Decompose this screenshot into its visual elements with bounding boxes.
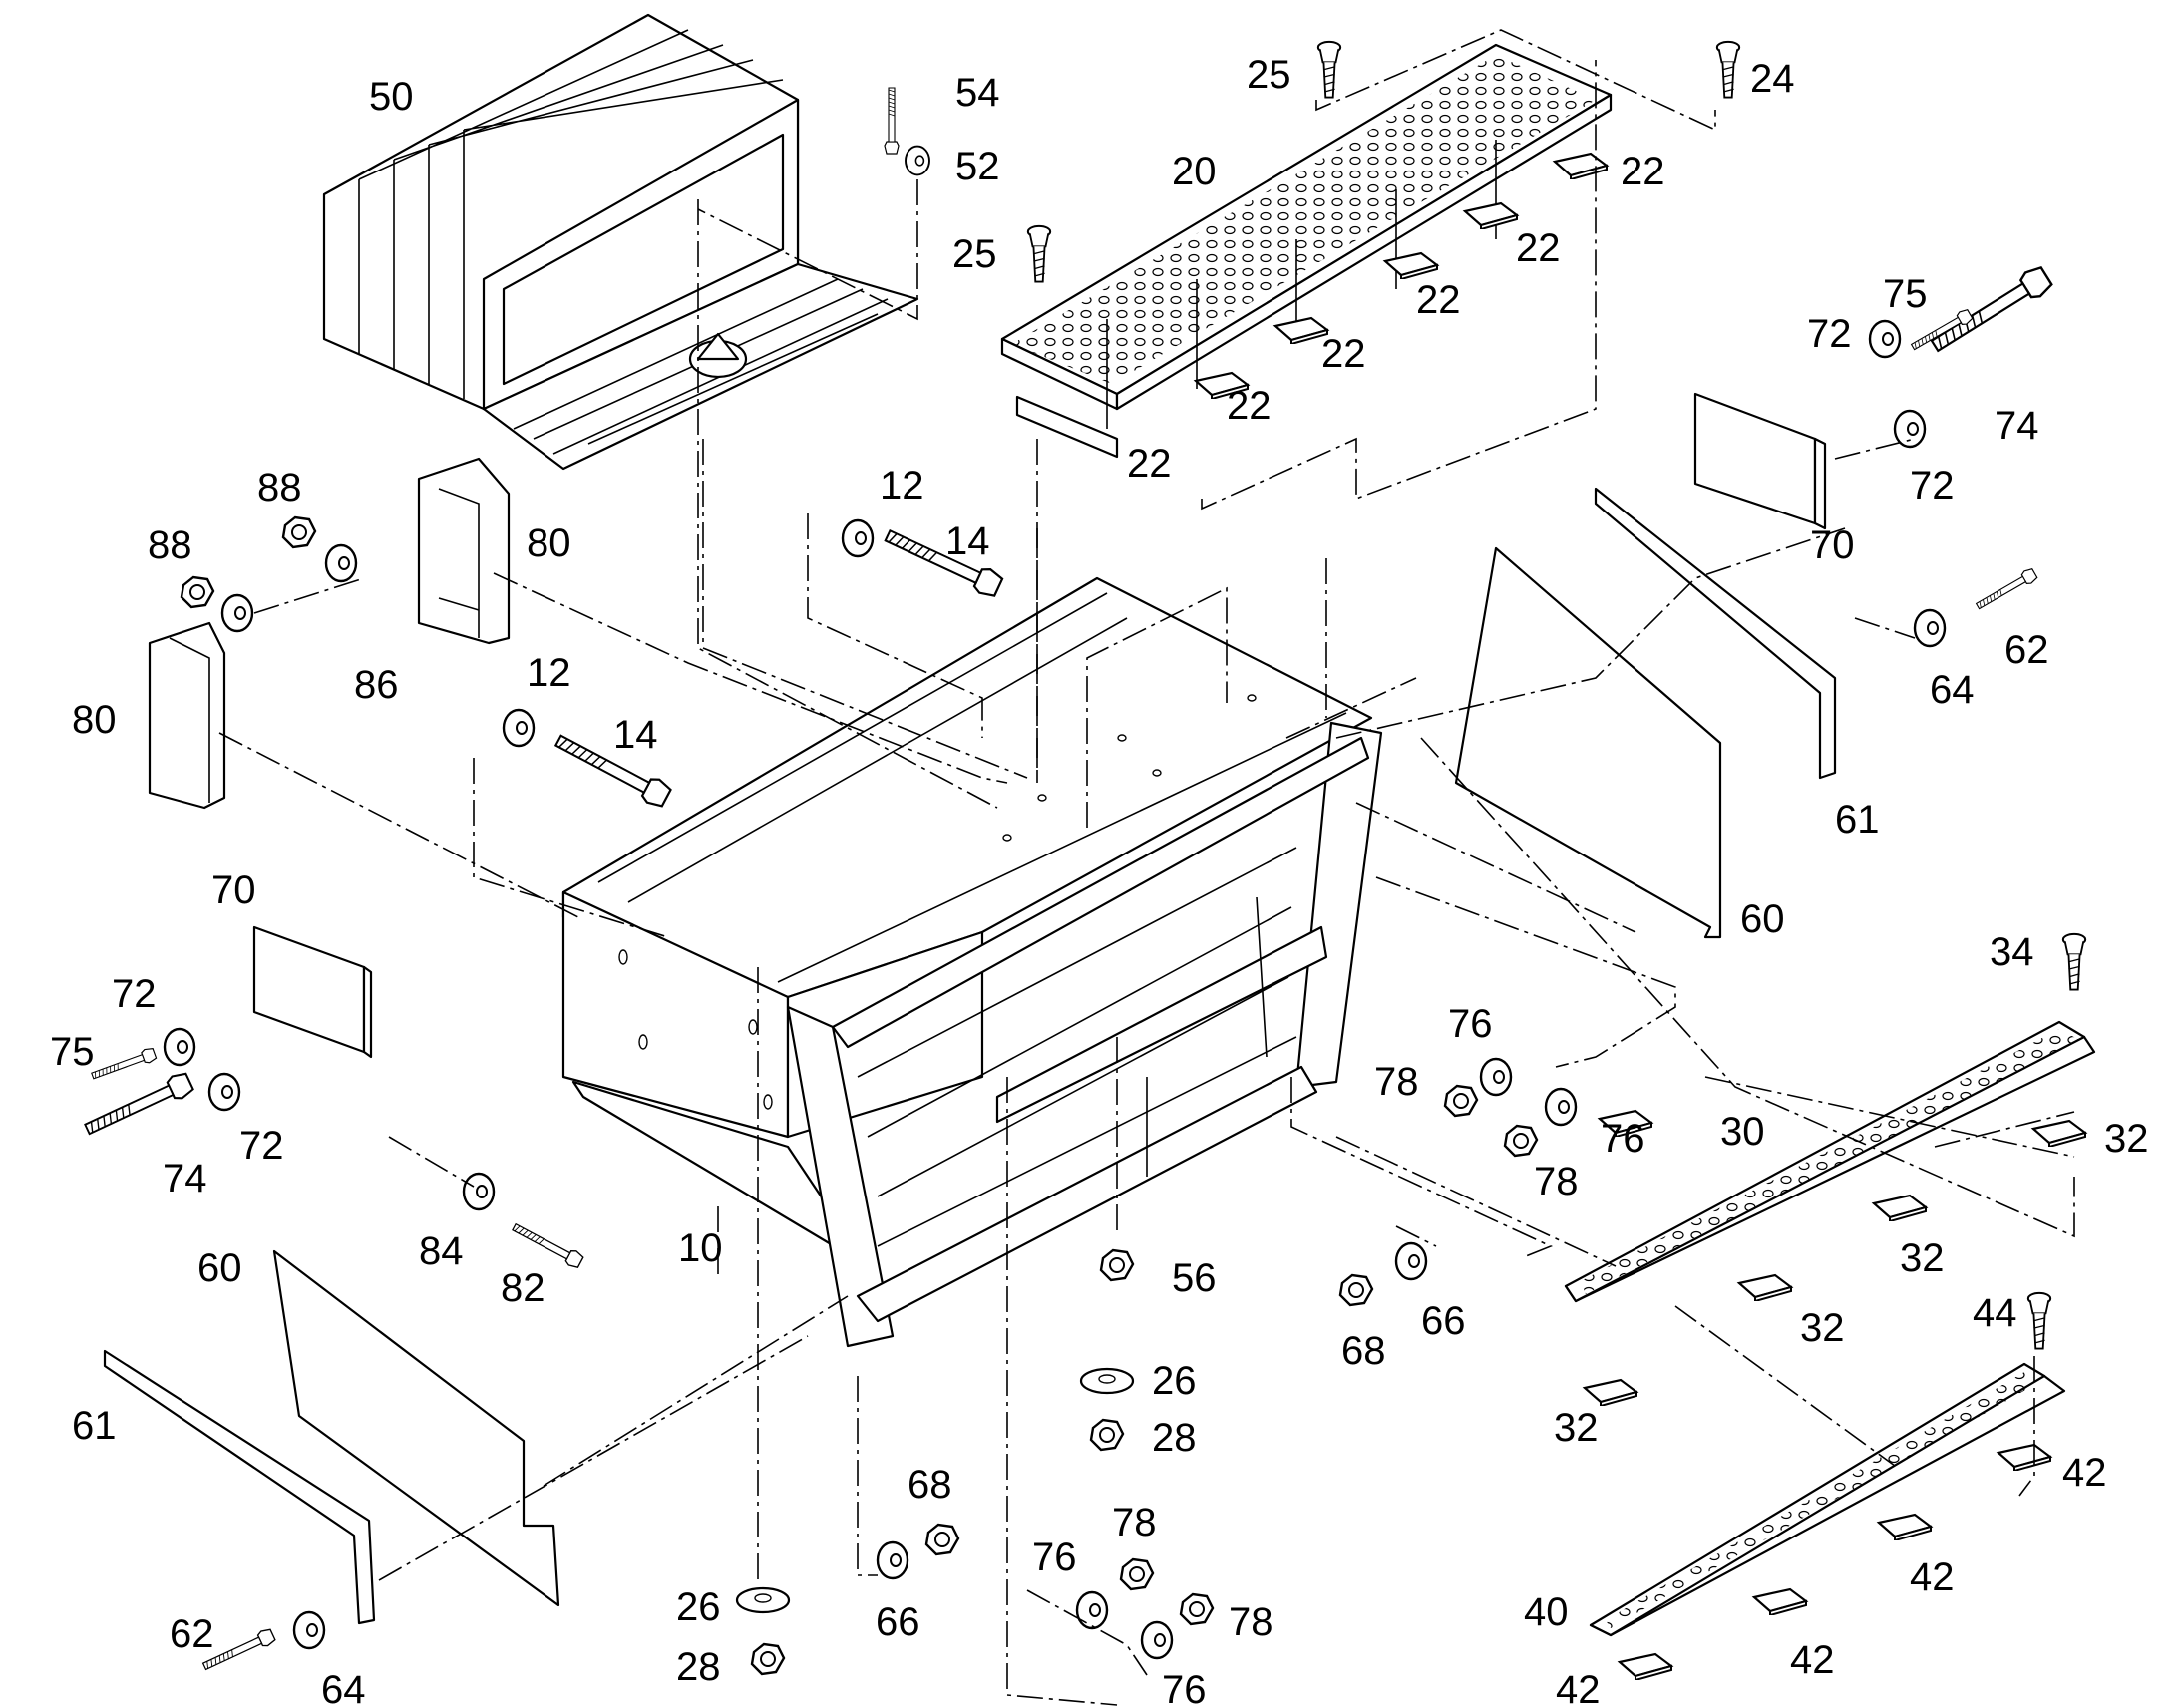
callout-64-left: 64 [321,1668,366,1708]
callout-88-b: 88 [148,523,192,567]
callout-52: 52 [955,145,1000,188]
callout-32-d: 32 [1554,1406,1599,1450]
callout-82: 82 [501,1266,545,1310]
callout-22-e: 22 [1227,384,1272,428]
callout-76-d: 76 [1162,1668,1207,1708]
callout-22-a: 22 [1621,150,1665,193]
callout-40: 40 [1524,1590,1569,1634]
callout-32-a: 32 [2104,1117,2149,1161]
callout-78-b: 78 [1534,1160,1579,1203]
toolbox [322,13,919,471]
callout-84: 84 [419,1229,464,1273]
callout-26-a: 26 [1152,1359,1197,1403]
callout-56: 56 [1172,1256,1217,1300]
callout-88-a: 88 [257,466,302,510]
callout-86: 86 [354,663,399,707]
callout-14-a: 14 [945,519,990,563]
left-side-panel [103,1249,560,1625]
bottom-step-grating [1589,1362,2066,1637]
callout-25-top: 25 [1247,53,1291,97]
callout-42-b: 42 [1910,1555,1955,1599]
callout-76-c: 76 [1032,1536,1077,1579]
callout-74-left: 74 [163,1157,207,1200]
rubber-plate-left [252,925,373,1059]
top-step-grating [1000,43,1613,459]
callout-34: 34 [1990,930,2034,974]
callout-75-right: 75 [1883,272,1928,316]
main-box-frame [561,576,1383,1348]
callout-20: 20 [1172,150,1217,193]
bracket-left [148,621,226,810]
right-side-panel [1454,487,1837,939]
callout-22-d: 22 [1321,332,1366,376]
callout-76-b: 76 [1601,1117,1645,1161]
callout-64-right: 64 [1930,668,1975,712]
callout-60-right: 60 [1740,897,1785,941]
callout-72-left-a: 72 [112,972,157,1016]
callout-26-b: 26 [676,1585,721,1629]
callout-78-a: 78 [1374,1060,1419,1104]
callout-22-f: 22 [1127,442,1172,486]
callout-28-a: 28 [1152,1416,1197,1460]
callout-42-c: 42 [1790,1638,1835,1682]
callout-76-a: 76 [1448,1002,1493,1046]
callout-42-d: 42 [1556,1668,1601,1708]
callout-61-right: 61 [1835,798,1880,842]
callout-12-a: 12 [880,464,924,508]
callout-30: 30 [1720,1110,1765,1154]
callout-78-c: 78 [1112,1501,1157,1544]
rubber-plate-right [1693,392,1827,530]
middle-step-grating [1564,1020,2096,1303]
callout-70-right: 70 [1810,523,1855,567]
callout-54: 54 [955,71,1000,115]
callout-80-left: 80 [72,698,117,742]
callout-14-b: 14 [613,713,658,757]
hardware [81,40,2087,1676]
leader-lines [218,29,2075,1706]
callout-66-b: 66 [876,1600,920,1644]
callout-25-mid: 25 [952,232,997,276]
callout-32-c: 32 [1800,1306,1845,1350]
callout-50: 50 [369,75,414,119]
callout-labels: 50 54 52 25 24 20 22 25 22 22 22 22 22 7… [50,53,2149,1708]
callout-72-right-a: 72 [1807,312,1852,356]
callout-80-center: 80 [527,521,571,565]
callout-60-left: 60 [197,1246,242,1290]
callout-78-d: 78 [1229,1600,1273,1644]
callout-12-b: 12 [527,651,571,695]
callout-22-c: 22 [1416,278,1461,322]
callout-66-a: 66 [1421,1299,1466,1343]
callout-68-b: 68 [908,1463,952,1507]
callout-44: 44 [1973,1291,2017,1335]
callout-32-b: 32 [1900,1236,1945,1280]
callout-42-a: 42 [2062,1451,2107,1495]
callout-62-left: 62 [170,1612,214,1656]
callout-72-right-b: 72 [1910,464,1955,508]
callout-22-b: 22 [1516,226,1561,270]
bracket-center [417,457,511,645]
callout-75-left: 75 [50,1030,95,1074]
callout-10: 10 [678,1226,723,1270]
callout-28-b: 28 [676,1645,721,1689]
callout-68-a: 68 [1341,1329,1386,1373]
callout-70-left: 70 [211,868,256,912]
callout-62-right: 62 [2004,628,2049,672]
callout-74-right: 74 [1995,404,2039,448]
callout-24: 24 [1750,57,1795,101]
callout-72-left-b: 72 [239,1124,284,1168]
callout-61-left: 61 [72,1404,117,1448]
